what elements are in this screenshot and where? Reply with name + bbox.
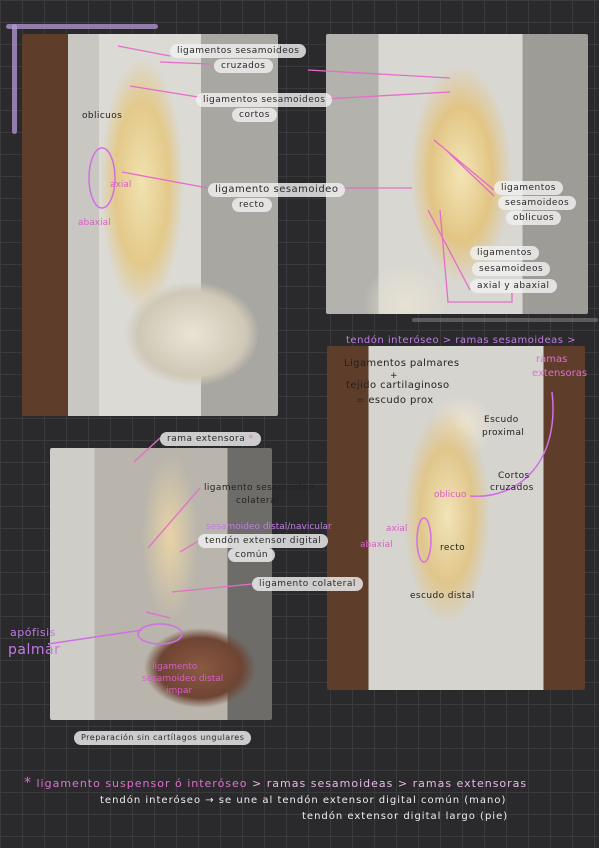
label-oblique: oblicuos [82,111,123,121]
label-abaxial-4: abaxial [360,540,393,550]
label-axial-abaxial-ligaments: ligamentos [470,246,539,260]
label-collateral-sesamoid: ligamento sesamoideo [204,483,315,493]
label-short-ligaments-2: cortos [232,108,277,122]
label-proximal-scutum: Escudo [484,415,519,425]
decorative-bar-left [12,24,17,134]
label-palmar-ligaments: Ligamentos palmares [344,358,460,369]
label-navicular: sesamoideo distal/navicular [206,522,332,532]
label-distal-scutum: escudo distal [410,591,475,601]
label-extensor-branches: ramas [536,354,568,365]
label-straight-4: recto [440,543,466,553]
label-straight-ligament: ligamento sesamoideo [208,183,346,197]
label-impar-ligament: ligamento [152,662,198,672]
label-short-crossed-2: cruzados [490,483,534,493]
label-crossed-ligaments-2: cruzados [214,59,273,73]
label-axial-abaxial-ligaments-2: sesamoideos [472,262,551,276]
footer-branches: > ramas sesamoideas > ramas extensoras [252,777,528,790]
label-proximal-scutum-eq: = escudo prox [356,395,434,406]
photo-sesamoid-ligaments-palmar [22,34,278,416]
label-extensor-branch-text: rama extensora [167,434,246,444]
label-extensor-branches-2: extensoras [532,368,588,379]
label-cartilage-tissue: tejido cartilaginoso [346,380,450,391]
decorative-bar-right [412,318,598,322]
label-palmar-process: apófisis [10,626,56,639]
footer-line-2: tendón interóseo → se une al tendón exte… [100,795,507,806]
label-collateral-ligament: ligamento colateral [252,577,363,591]
footer-asterisk: * [24,775,32,791]
label-impar-ligament-2: sesamoideo distal [142,674,224,684]
label-abaxial-1: abaxial [78,218,111,228]
label-short-ligaments: ligamentos sesamoideos [196,93,333,107]
footer-line-3: tendón extensor digital largo (pie) [302,811,509,822]
label-oblique-4: oblicuo [434,490,467,500]
label-oblique-ligaments: ligamentos [494,181,563,195]
label-straight-ligament-2: recto [232,198,272,212]
label-axial-abaxial-ligaments-3: axial y abaxial [470,279,557,293]
label-impar-ligament-3: impar [166,686,193,696]
footer-line-1: * ligamento suspensor ó interóseo > rama… [24,776,527,791]
footer-suspensory-ligament: ligamento suspensor ó interóseo [36,777,248,790]
panel4-header: tendón interóseo > ramas sesamoideas > [346,335,577,346]
label-short-crossed: Cortos [498,471,530,481]
label-palmar-plus: + [390,371,398,381]
label-collateral-sesamoid-2: colateral [236,496,279,506]
label-palmar-process-2: palmar [8,642,61,658]
label-oblique-ligaments-3: oblicuos [506,211,562,225]
label-axial-4: axial [386,524,408,534]
label-axial-1: axial [110,180,132,190]
caption-preparation: Preparación sin cartílagos ungulares [74,731,252,745]
decorative-bar-top [6,24,158,29]
label-crossed-ligaments: ligamentos sesamoideos [170,44,307,58]
asterisk-mark: * [248,434,254,444]
label-common-digital-extensor-2: común [228,548,276,562]
label-oblique-ligaments-2: sesamoideos [498,196,577,210]
label-proximal-scutum-2: proximal [482,428,525,438]
label-common-digital-extensor: tendón extensor digital [198,534,329,548]
label-extensor-branch: rama extensora * [160,432,261,446]
